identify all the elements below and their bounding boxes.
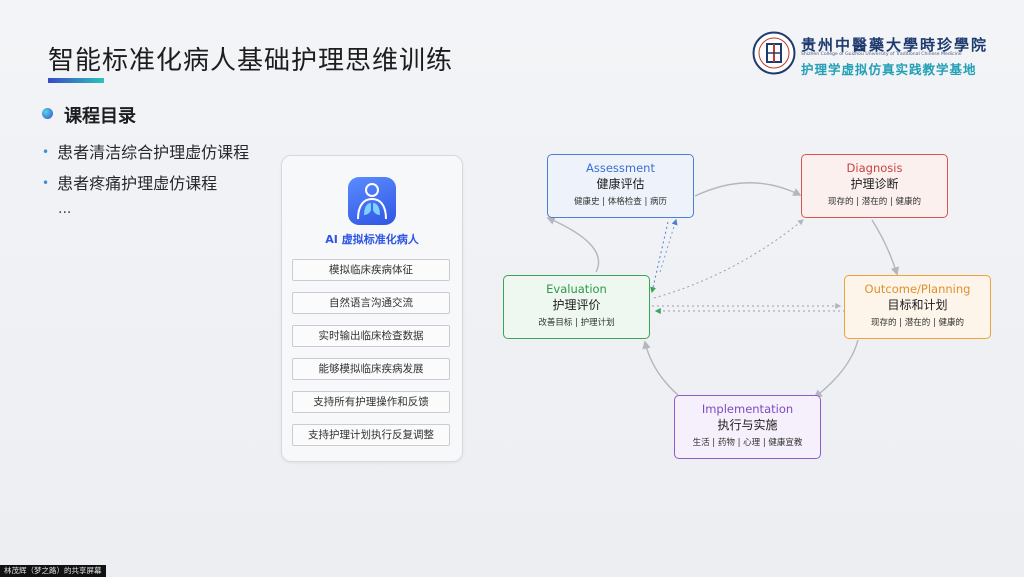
implementation-title-en: Implementation — [701, 402, 794, 416]
planning-details: 现存的 | 潜在的 | 健康的 — [870, 318, 965, 328]
feature-item: 支持护理计划执行反复调整 — [292, 424, 450, 446]
diagnosis-title-cn: 护理诊断 — [850, 177, 899, 191]
assessment-title-cn: 健康评估 — [596, 177, 645, 191]
planning-title-cn: 目标和计划 — [887, 298, 948, 312]
slide-title: 智能标准化病人基础护理思维训练 — [48, 46, 454, 76]
diagnosis-details: 现存的 | 潜在的 | 健康的 — [827, 197, 922, 207]
implementation-title-cn: 执行与实施 — [717, 418, 778, 432]
toc-item-label: 患者清洁综合护理虚仿课程 — [57, 143, 250, 162]
ai-patient-label: AI 虚拟标准化病人 — [325, 233, 419, 246]
toc-title: 课程目录 — [64, 106, 136, 127]
training-base-name: 护理学虚拟仿真实践教学基地 — [801, 62, 977, 77]
bullet-icon: • — [42, 145, 50, 159]
bullet-dot-icon — [42, 108, 53, 119]
title-underline — [48, 78, 104, 83]
diagnosis-title-en: Diagnosis — [846, 161, 903, 175]
assessment-title-en: Assessment — [586, 161, 655, 175]
ai-patient-panel: AI 虚拟标准化病人 模拟临床疾病体征 自然语言沟通交流 实时输出临床检查数据 … — [281, 155, 463, 462]
assessment-node: Assessment 健康评估 健康史 | 体格检查 | 病历 — [547, 154, 694, 218]
screen-share-label: 林茂辉（梦之路）的共享屏幕 — [0, 565, 106, 577]
evaluation-title-en: Evaluation — [546, 282, 607, 296]
assessment-details: 健康史 | 体格检查 | 病历 — [573, 197, 668, 207]
feature-item: 自然语言沟通交流 — [292, 292, 450, 314]
lungs-person-icon — [348, 177, 396, 225]
toc-more: ... — [58, 201, 72, 217]
feature-item: 实时输出临床检查数据 — [292, 325, 450, 347]
college-logo: 贵州中醫藥大學時珍學院 Shizhen College of Guizhou U… — [752, 31, 1002, 77]
implementation-details: 生活 | 药物 | 心理 | 健康宣教 — [692, 438, 803, 448]
toc-item[interactable]: • 患者清洁综合护理虚仿课程 — [42, 139, 249, 163]
evaluation-details: 改善目标 | 护理计划 — [538, 318, 615, 328]
toc-item-label: 患者疼痛护理虚仿课程 — [57, 174, 218, 193]
college-name-en: Shizhen College of Guizhou University of… — [801, 52, 962, 57]
diagnosis-node: Diagnosis 护理诊断 现存的 | 潜在的 | 健康的 — [801, 154, 948, 218]
college-seal-icon — [752, 31, 796, 75]
college-name-cn: 贵州中醫藥大學時珍學院 — [801, 36, 989, 54]
feature-item: 能够模拟临床疾病发展 — [292, 358, 450, 380]
feature-item: 模拟临床疾病体征 — [292, 259, 450, 281]
implementation-node: Implementation 执行与实施 生活 | 药物 | 心理 | 健康宣教 — [674, 395, 821, 459]
evaluation-node: Evaluation 护理评价 改善目标 | 护理计划 — [503, 275, 650, 339]
evaluation-title-cn: 护理评价 — [552, 298, 601, 312]
planning-title-en: Outcome/Planning — [864, 282, 971, 296]
toc-item[interactable]: • 患者疼痛护理虚仿课程 — [42, 170, 217, 194]
feature-item: 支持所有护理操作和反馈 — [292, 391, 450, 413]
planning-node: Outcome/Planning 目标和计划 现存的 | 潜在的 | 健康的 — [844, 275, 991, 339]
bullet-icon: • — [42, 176, 50, 190]
